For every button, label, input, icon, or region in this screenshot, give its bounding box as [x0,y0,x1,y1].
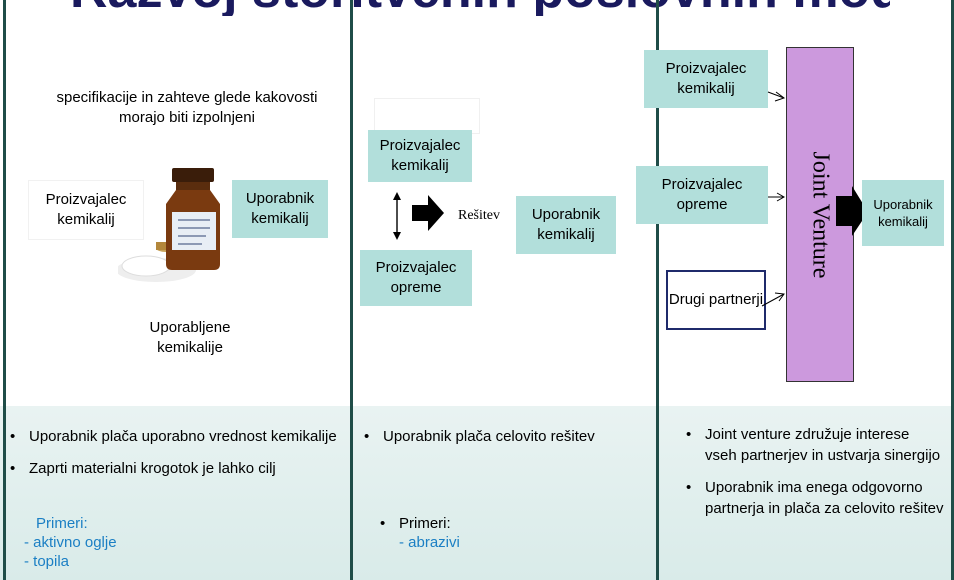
chemical-bottle-icon [118,168,220,282]
partners-label: Drugi partnerji [668,291,764,308]
arrow-producer [767,91,785,99]
divider-left [3,0,6,580]
user-box-col3: Uporabnik kemikalij [862,180,944,246]
arrow-head [774,292,785,302]
user-box-col2: Uporabnik kemikalij [516,196,616,254]
divider-right [951,0,954,580]
producer-label: Proizvajalec kemikalij [665,60,747,97]
used-chemicals-label: Uporabljene kemikalije [149,319,231,356]
double-arrow-icon [393,192,401,240]
user-label: Uporabnik kemikalij [531,206,601,243]
joint-venture-box: Joint Venture [786,47,854,382]
bullets-col2: Uporabnik plača celovito rešitev [360,426,640,458]
spec-text: specifikacije in zahteve glede kakovosti… [56,89,318,126]
producer-box-col2: Proizvajalec kemikalij [368,130,472,182]
block-arrow-icon [412,195,444,231]
bullet-item: Zaprti materialni krogotok je lahko cilj [6,458,341,479]
producer-box-col1: Proizvajalec kemikalij [28,180,144,240]
bullet-item: Uporabnik ima enega odgovorno partnerja … [682,477,944,519]
bullets-col1: Uporabnik plača uporabno vrednost kemika… [6,426,341,490]
empty-box [374,98,480,134]
producer-label: Proizvajalec kemikalij [379,137,461,174]
examples-col2: • Primeri: - abrazivi [376,514,636,552]
arrow-head [774,91,786,102]
equipment-box-col3: Proizvajalec opreme [636,166,768,224]
example-item: - aktivno oglje [24,534,117,551]
partners-box: Drugi partnerji [666,270,766,330]
divider-1 [350,0,353,580]
bullets-col3: Joint venture združuje interese vseh par… [682,424,944,530]
user-label: Uporabnik kemikalij [873,197,933,229]
producer-box-col3: Proizvajalec kemikalij [644,50,768,108]
example-item: - abrazivi [399,534,460,551]
joint-venture-label: Joint Venture [807,151,834,278]
user-box-col1: Uporabnik kemikalij [232,180,328,238]
bullet-item: Uporabnik plača celovito rešitev [360,426,640,447]
divider-2 [656,0,659,580]
producer-label: Proizvajalec kemikalij [45,191,127,228]
bullet-item: Uporabnik plača uporabno vrednost kemika… [6,426,341,447]
equipment-label: Proizvajalec opreme [375,259,457,296]
examples-col1: Primeri: - aktivno oglje - topila [24,514,324,571]
slide-title: Razvoj storitvenih poslovnih modelov [70,0,890,16]
user-label: Uporabnik kemikalij [245,190,315,227]
examples-title: Primeri: [36,515,88,532]
example-item: - topila [24,553,70,570]
equipment-label: Proizvajalec opreme [661,176,743,213]
examples-title: Primeri: [399,515,451,532]
equipment-box-col2: Proizvajalec opreme [360,250,472,306]
bullet-item: Joint venture združuje interese vseh par… [682,424,944,466]
arrow-head [776,192,786,202]
solution-label: Rešitev [458,208,500,223]
